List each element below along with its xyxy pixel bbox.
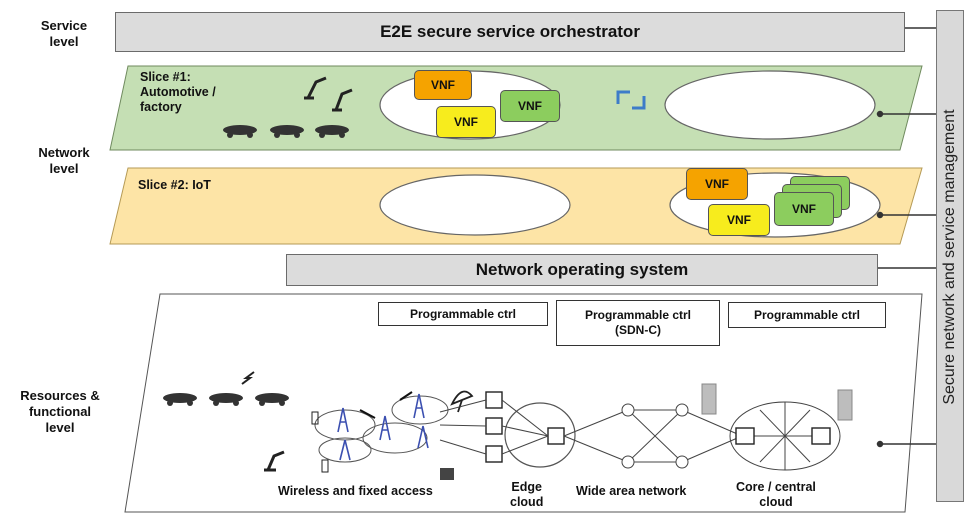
ctrl-box-3: Programmable ctrl	[728, 302, 886, 328]
core-router-icons	[735, 427, 831, 445]
edge-cloud-label: Edge cloud	[510, 480, 544, 509]
slice2-cloud-left	[379, 174, 571, 236]
phone-icon-2	[311, 411, 319, 425]
slice2-vnf-yellow: VNF	[708, 204, 770, 236]
network-level-label: Network level	[38, 145, 90, 176]
link-arrows	[359, 391, 413, 419]
ctrl-box-1: Programmable ctrl	[378, 302, 548, 326]
factory-icon	[440, 468, 454, 480]
antenna-icons	[337, 393, 429, 461]
orchestrator-bar: E2E secure service orchestrator	[115, 12, 905, 52]
wan-label: Wide area network	[576, 484, 687, 498]
nos-bar: Network operating system	[286, 254, 878, 286]
resource-robot-arm-icon	[264, 450, 285, 472]
slice2-label: Slice #2: IoT	[138, 178, 211, 192]
slice1-label: Slice #1: Automotive / factory	[140, 70, 216, 114]
slice1-robot-arm-icons	[304, 76, 353, 112]
server-rack-icons	[701, 383, 853, 421]
core-cloud-label: Core / central cloud	[736, 480, 816, 509]
slice1-cloud-right	[664, 70, 876, 140]
edge-switch-icons	[485, 391, 503, 463]
edge-switch-center	[547, 427, 565, 445]
slice1-vnf-green: VNF	[500, 90, 560, 122]
access-label: Wireless and fixed access	[278, 484, 433, 498]
slice2-vnf-orange: VNF	[686, 168, 748, 200]
management-bar	[936, 10, 964, 502]
wan-network	[563, 403, 743, 469]
slice1-vnf-yellow: VNF	[436, 106, 496, 138]
satellite-dish-icon	[450, 390, 474, 413]
ctrl-box-sdnc: Programmable ctrl (SDN-C)	[556, 300, 720, 346]
slice2-vnf-green: VNF	[774, 192, 834, 226]
slice1-vnf-orange: VNF	[414, 70, 472, 100]
slice1-car-icons	[223, 125, 349, 138]
service-level-label: Service level	[40, 18, 88, 49]
edge-cloud	[504, 402, 576, 468]
resources-level-label: Resources & functional level	[20, 388, 100, 435]
slice1-bracket-icon	[616, 90, 646, 110]
resource-car-icons	[163, 371, 289, 406]
phone-icon	[321, 459, 329, 473]
